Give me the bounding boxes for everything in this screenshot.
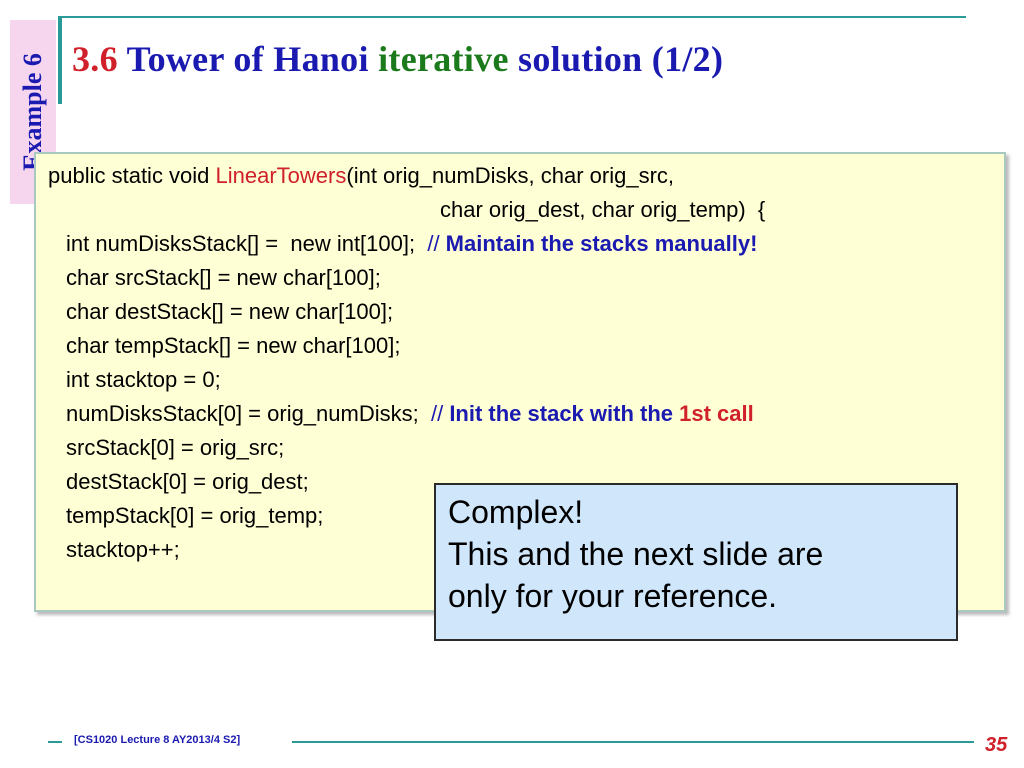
code-line: char tempStack[] = new char[100];	[66, 333, 401, 358]
code-line: int stacktop = 0;	[66, 367, 221, 392]
code-block: public static void LinearTowers(int orig…	[34, 152, 1006, 612]
slide-title: 3.6 Tower of Hanoi iterative solution (1…	[72, 38, 723, 80]
comment-slashes: //	[430, 401, 450, 426]
footer-rule	[292, 741, 974, 743]
code-line: tempStack[0] = orig_temp;	[66, 503, 324, 528]
code-line: public static void LinearTowers(int orig…	[48, 162, 674, 190]
reference-note: Complex! This and the next slide are onl…	[434, 483, 958, 641]
code-comment: // Init the stack with the 1st call	[431, 401, 754, 426]
code-line: char orig_dest, char orig_temp) {	[440, 197, 766, 222]
title-part1: Tower of Hanoi	[126, 39, 369, 79]
comment-slashes: //	[427, 231, 446, 256]
title-part2: solution (1/2)	[518, 39, 724, 79]
footer-course: [CS1020 Lecture 8 AY2013/4 S2]	[74, 734, 241, 746]
title-keyword: iterative	[378, 39, 509, 79]
code-text: numDisksStack[0] = orig_numDisks;	[66, 401, 431, 426]
code-text: int numDisksStack[] = new int[100];	[66, 231, 428, 256]
note-line-3: only for your reference.	[448, 578, 778, 614]
page-number: 35	[985, 734, 1008, 756]
comment-highlight: 1st call	[679, 401, 754, 426]
comment-text: Maintain the stacks manually!	[445, 231, 758, 256]
code-line: char srcStack[] = new char[100];	[66, 265, 381, 290]
code-line: stacktop++;	[66, 537, 180, 562]
code-line: int numDisksStack[] = new int[100]; // M…	[66, 230, 757, 258]
title-number: 3.6	[72, 39, 118, 79]
code-text: (int orig_numDisks, char orig_src,	[346, 163, 675, 188]
code-comment: // Maintain the stacks manually!	[427, 231, 757, 256]
footer-dash	[48, 741, 62, 743]
code-line: numDisksStack[0] = orig_numDisks; // Ini…	[66, 400, 754, 428]
code-line: char destStack[] = new char[100];	[66, 299, 394, 324]
note-line-1: Complex!	[448, 494, 584, 530]
code-line: destStack[0] = orig_dest;	[66, 469, 309, 494]
method-name: LinearTowers	[215, 163, 347, 188]
top-rule	[58, 16, 966, 18]
note-line-2: This and the next slide are	[448, 536, 824, 572]
code-text: public static void	[48, 163, 216, 188]
code-line: srcStack[0] = orig_src;	[66, 435, 285, 460]
comment-text: Init the stack with the	[449, 401, 680, 426]
top-rule-left	[58, 16, 62, 104]
